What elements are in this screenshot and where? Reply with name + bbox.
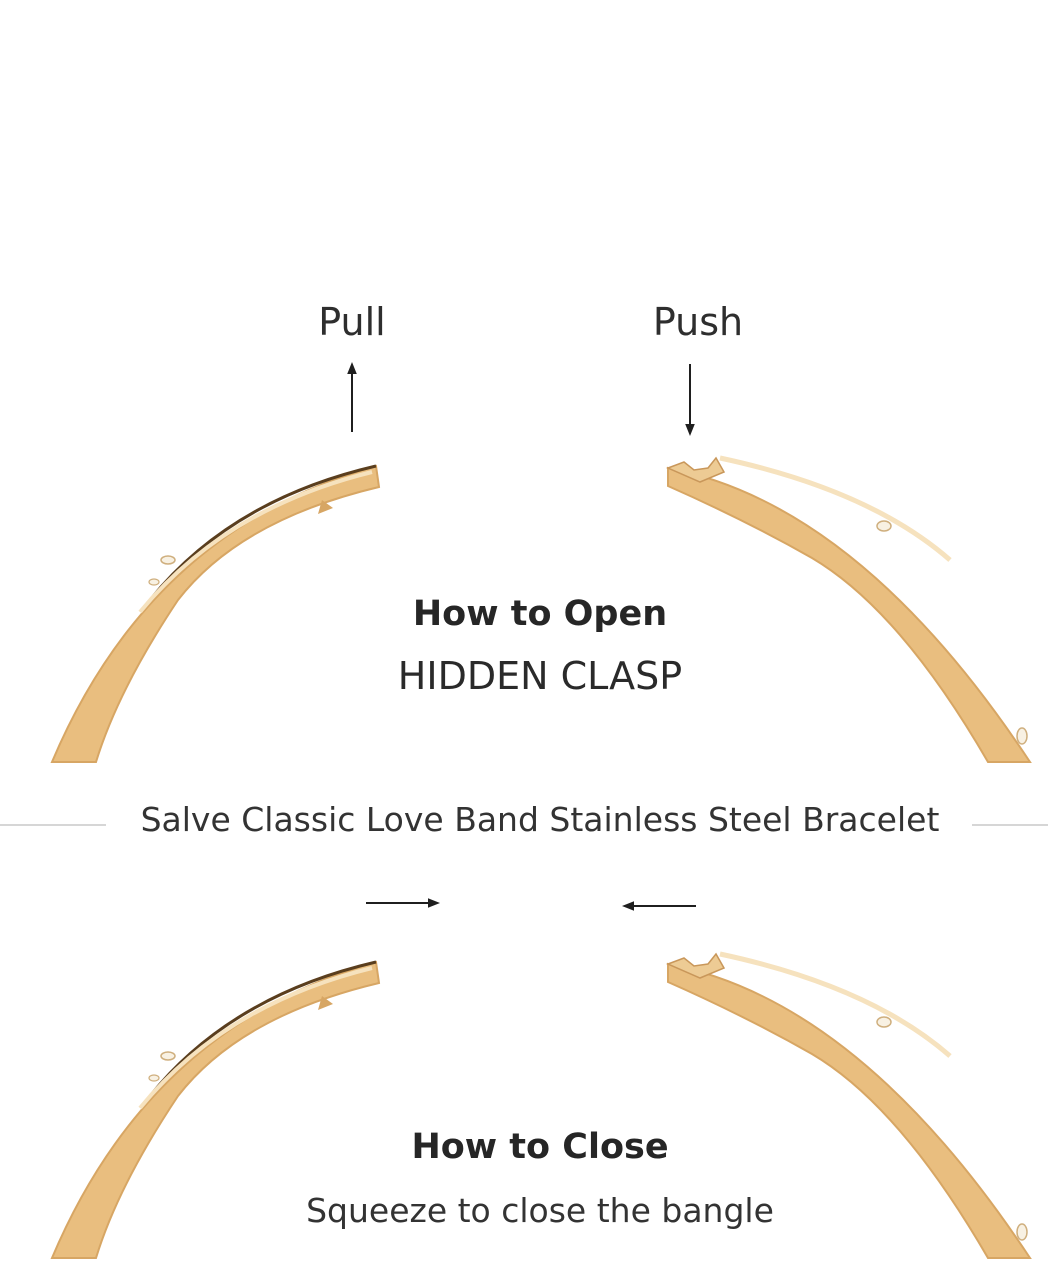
open-subtitle: HIDDEN CLASP <box>397 654 683 698</box>
product-name: Salve Classic Love Band Stainless Steel … <box>140 800 940 839</box>
close-title: How to Close <box>411 1127 669 1167</box>
bangle-left-close <box>50 960 381 1259</box>
close-subtitle: Squeeze to close the bangle <box>306 1191 774 1230</box>
bangle-left-open <box>50 464 381 763</box>
bangle-right-open <box>666 455 1032 763</box>
pull-label: Pull <box>318 300 386 344</box>
open-title: How to Open <box>412 594 668 634</box>
push-label: Push <box>652 300 744 344</box>
bangle-right-close <box>666 951 1032 1259</box>
